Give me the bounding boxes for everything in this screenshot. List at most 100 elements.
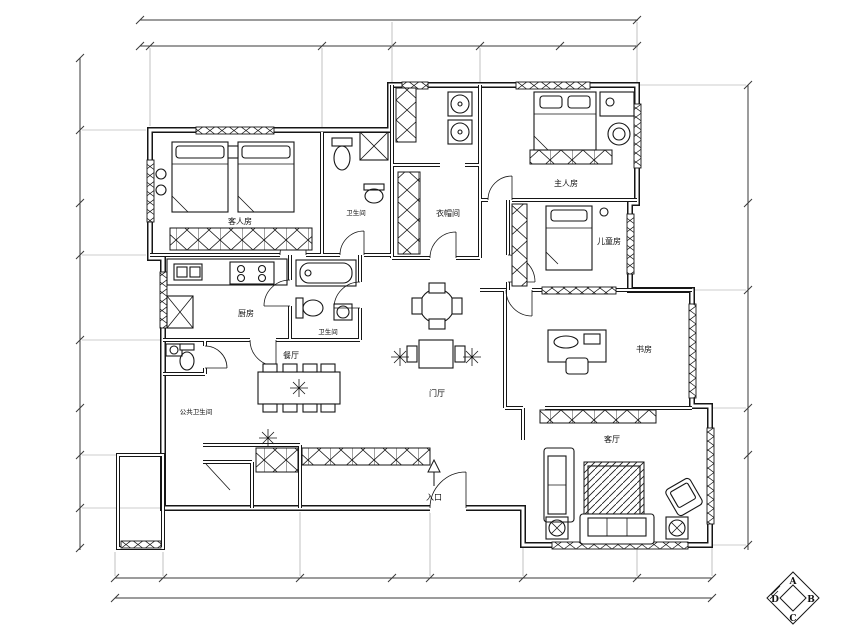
chair-icon <box>451 297 463 315</box>
room-powder: 公共卫生间 <box>165 343 213 416</box>
window-icon <box>159 271 168 329</box>
chair-icon <box>282 363 298 373</box>
room-label-bath1: 卫生间 <box>346 208 366 217</box>
lamp-icon <box>599 207 609 217</box>
logo-hatch-icon <box>769 582 783 600</box>
chair-icon <box>262 403 278 413</box>
chair-icon <box>428 282 446 294</box>
chair-icon <box>282 403 298 413</box>
room-label-living: 客厅 <box>604 434 620 444</box>
window-icon <box>626 213 635 275</box>
armchair-icon <box>665 477 703 517</box>
door-arc <box>429 231 457 259</box>
wardrobe-cabinet-icon <box>511 203 528 287</box>
room-label-powder: 公共卫生间 <box>180 407 213 416</box>
windows <box>120 81 715 550</box>
entry-opening <box>430 503 466 513</box>
toilet-icon <box>333 145 351 171</box>
window-icon <box>195 126 275 135</box>
plant-icon <box>463 348 481 366</box>
nightstand-icon <box>227 145 239 159</box>
wardrobe-cabinet-icon <box>169 227 313 251</box>
plant-icon <box>391 348 409 366</box>
storage-cabinet-icon <box>255 447 299 473</box>
bathtub-icon <box>295 259 357 287</box>
door-arc <box>487 175 513 201</box>
room-master-bedroom: 主人房 <box>533 91 635 188</box>
logo-letter-a: A <box>789 577 798 587</box>
window-icon <box>633 103 642 169</box>
room-wardrobe: 衣帽间 <box>436 208 460 218</box>
room-foyer: 门厅 入口 <box>259 282 481 502</box>
centerpiece-icon <box>290 379 308 397</box>
pillow-icon <box>550 209 588 222</box>
desk-object-icon <box>553 335 579 349</box>
chair-icon <box>411 297 423 315</box>
door-leaf <box>205 463 231 491</box>
toilet-tank-icon <box>179 343 195 351</box>
chair-icon <box>406 345 418 363</box>
window-icon <box>120 540 162 549</box>
chair-icon <box>320 363 336 373</box>
room-kids: 儿童房 <box>545 205 621 271</box>
door-arc <box>505 289 533 317</box>
toilet-icon <box>302 299 324 317</box>
desk-object-icon <box>583 333 601 345</box>
door-arc <box>263 279 291 307</box>
logo-letter-d: D <box>771 595 779 605</box>
room-living: 客厅 <box>543 434 703 545</box>
room-label-master: 主人房 <box>554 178 578 188</box>
utility-cabinet-icon <box>395 87 417 143</box>
pillow-icon <box>567 95 591 109</box>
room-label-kitchen: 厨房 <box>238 308 254 318</box>
chair-icon <box>565 357 589 375</box>
stove-icon <box>229 261 275 285</box>
room-kitchen: 厨房 <box>166 258 288 329</box>
stool-icon <box>155 184 167 196</box>
room-label-guest: 客人房 <box>228 216 252 226</box>
door-arc <box>249 339 277 367</box>
toilet-tank-icon <box>295 297 304 319</box>
sink-icon <box>336 305 350 319</box>
wardrobe-cabinet-icon <box>397 171 421 255</box>
room-label-wardrobe: 衣帽间 <box>436 208 460 218</box>
room-label-dining: 餐厅 <box>283 351 299 360</box>
table-icon <box>418 339 454 369</box>
pillow-icon <box>241 145 291 159</box>
chair-icon <box>262 363 278 373</box>
room-bathroom-mid: 卫生间 <box>295 259 357 336</box>
window-icon <box>146 159 155 223</box>
compass-logo: A B C D <box>766 571 820 625</box>
sink-counter-icon <box>363 183 385 191</box>
chair-icon <box>454 345 466 363</box>
stool-icon <box>155 168 167 180</box>
entry-door-arc <box>429 471 467 509</box>
room-label-bath2: 卫生间 <box>318 327 338 336</box>
dimension-lines <box>75 15 753 603</box>
plant-pot-icon <box>545 516 569 540</box>
pillow-icon <box>539 95 563 109</box>
cabinets <box>169 149 657 473</box>
window-icon <box>688 303 697 399</box>
chair-icon <box>320 403 336 413</box>
toilet-tank-icon <box>331 137 353 147</box>
shower-icon <box>359 131 389 161</box>
tv-cabinet-icon <box>539 409 657 424</box>
round-table-icon <box>419 288 455 324</box>
door-arc <box>204 345 228 369</box>
logo-letter-c: C <box>789 614 796 624</box>
plant-pot-icon <box>665 516 689 540</box>
washer-icon <box>447 91 473 117</box>
room-study: 书房 <box>547 329 652 375</box>
sink-counter-icon <box>333 303 353 321</box>
washer-icon <box>447 119 473 145</box>
window-icon <box>541 286 617 295</box>
plant-icon <box>259 429 277 447</box>
chair-icon <box>607 122 631 146</box>
logo-letter-b: B <box>807 595 815 605</box>
walls <box>116 82 713 550</box>
counter-icon <box>166 258 288 286</box>
kitchen-sink-icon <box>173 263 203 281</box>
